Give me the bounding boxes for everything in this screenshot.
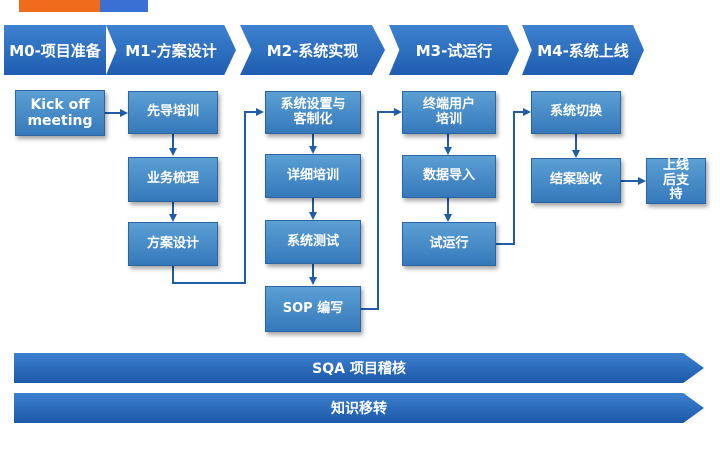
- step-go-live-support: 上线后支持: [646, 158, 706, 204]
- phase-m0: M0-项目准备: [4, 25, 106, 75]
- phase-m3: M3-试运行: [389, 25, 519, 75]
- step-acceptance: 结案验收: [531, 158, 621, 203]
- step-business-review: 业务梳理: [128, 157, 218, 202]
- arrow-design-to-config: [172, 108, 264, 284]
- step-system-test: 系统测试: [265, 220, 361, 264]
- step-kickoff-meeting: Kick off meeting: [15, 90, 105, 136]
- step-system-config: 系统设置与客制化: [265, 91, 361, 134]
- step-trial-run: 试运行: [402, 222, 496, 266]
- phase-m1: M1-方案设计: [106, 25, 236, 75]
- step-enduser-training: 终端用户培训: [402, 91, 496, 134]
- phase-m4: M4-系统上线: [522, 25, 644, 75]
- phase-m2: M2-系统实现: [240, 25, 385, 75]
- arrow-sop-to-enduser: [361, 108, 402, 310]
- step-sop-writing: SOP 编写: [265, 286, 361, 332]
- accent-bar-orange: [19, 0, 100, 12]
- step-pilot-training: 先导培训: [128, 91, 218, 134]
- step-solution-design: 方案设计: [128, 222, 218, 266]
- accent-bar-blue: [100, 0, 148, 12]
- sqa-audit-band: SQA 项目稽核: [14, 353, 704, 383]
- step-detailed-training: 详细培训: [265, 154, 361, 198]
- step-system-cutover: 系统切换: [531, 91, 621, 134]
- knowledge-transfer-band: 知识移转: [14, 393, 704, 423]
- step-data-import: 数据导入: [402, 155, 496, 198]
- arrow-trial-to-cutover: [496, 108, 531, 245]
